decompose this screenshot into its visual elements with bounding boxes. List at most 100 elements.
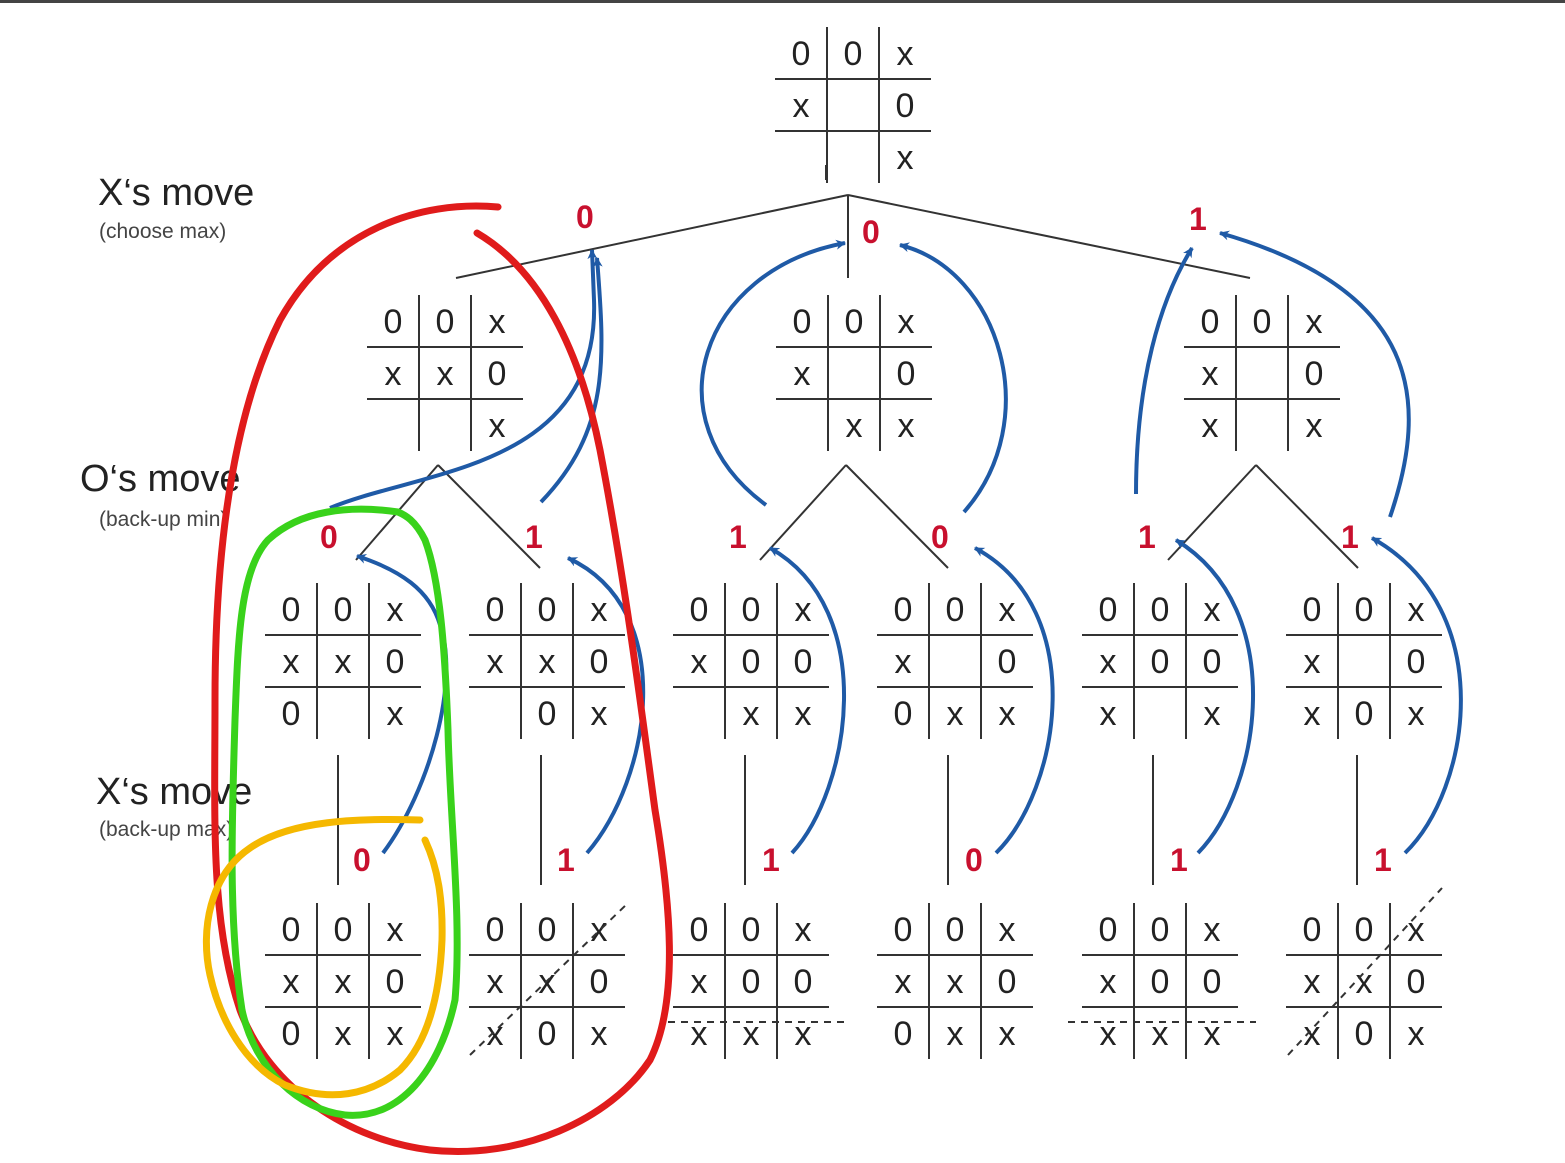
branch-l1b-left xyxy=(759,464,847,561)
board-cell: 0 xyxy=(1151,591,1170,629)
highlight-annotations xyxy=(202,202,673,1156)
value-l3-1: 0 xyxy=(353,842,371,878)
value-l3-6: 1 xyxy=(1374,842,1392,878)
board-cell: 0 xyxy=(794,643,813,681)
board-cell: x xyxy=(487,643,504,681)
board-cell: 0 xyxy=(384,303,403,341)
board-cell: 0 xyxy=(1203,963,1222,1001)
board-cell: x xyxy=(1100,695,1117,733)
board-cell: 0 xyxy=(590,963,609,1001)
board-cell: x xyxy=(437,355,454,393)
board-cell: x xyxy=(1100,963,1117,1001)
board-cell: 0 xyxy=(538,695,557,733)
value-l3-2: 1 xyxy=(557,842,575,878)
board-cell: x xyxy=(487,1015,504,1053)
board-cell: 0 xyxy=(845,303,864,341)
win-line-diagonal-2 xyxy=(469,902,629,1056)
board-cell: 0 xyxy=(1099,911,1118,949)
board-cell: 0 xyxy=(488,355,507,393)
board-cell: x xyxy=(387,591,404,629)
board-cell: 0 xyxy=(896,87,915,125)
board-cell: 0 xyxy=(1151,911,1170,949)
board-cell: x xyxy=(1100,643,1117,681)
board-cell: x xyxy=(1306,407,1323,445)
board-cell: x xyxy=(335,963,352,1001)
level-label-main: O‘s move xyxy=(80,458,240,500)
board-cell: x xyxy=(947,1015,964,1053)
board-cell: x xyxy=(1304,643,1321,681)
board-cell: x xyxy=(1204,591,1221,629)
value-l2-1: 0 xyxy=(320,519,338,555)
board-cell: x xyxy=(794,355,811,393)
board-cell: 0 xyxy=(946,591,965,629)
board-cell: 0 xyxy=(1407,643,1426,681)
branch-l1b-right xyxy=(845,464,949,569)
board-cell: 0 xyxy=(1151,963,1170,1001)
arrow-l2-5 xyxy=(1134,246,1194,495)
board-cell: 0 xyxy=(1253,303,1272,341)
board-cell: x xyxy=(1204,695,1221,733)
green-highlight-loop xyxy=(228,505,461,1119)
board-cell: 0 xyxy=(1303,911,1322,949)
value-l3-4: 0 xyxy=(965,842,983,878)
node-values: 0 0 1 0 1 1 0 1 1 0 1 1 0 1 1 xyxy=(320,199,1392,878)
board-cell: x xyxy=(898,303,915,341)
board-cell: x xyxy=(999,911,1016,949)
yellow-highlight-loop xyxy=(202,815,446,1099)
board-cell: x xyxy=(999,1015,1016,1053)
board-cell: 0 xyxy=(1201,303,1220,341)
board-cell: x xyxy=(387,1015,404,1053)
board-cell: x xyxy=(1306,303,1323,341)
board-cell: 0 xyxy=(386,963,405,1001)
board-cell: 0 xyxy=(894,591,913,629)
board-cell: x xyxy=(539,643,556,681)
value-l1-3: 1 xyxy=(1189,201,1207,237)
board-cell: x xyxy=(591,695,608,733)
board-cell: x xyxy=(999,695,1016,733)
branch-l1c-right xyxy=(1255,464,1359,569)
branch-left xyxy=(455,194,849,279)
board-cell: x xyxy=(1202,407,1219,445)
board-cell: x xyxy=(691,643,708,681)
board-cell: x xyxy=(1304,695,1321,733)
value-l1-2: 0 xyxy=(862,214,880,250)
board-cell: x xyxy=(895,963,912,1001)
board-cell: 0 xyxy=(1407,963,1426,1001)
board-cell: 0 xyxy=(334,911,353,949)
board-cell: 0 xyxy=(282,1015,301,1053)
board-cell: x xyxy=(335,1015,352,1053)
board-cell: 0 xyxy=(894,1015,913,1053)
top-border xyxy=(0,0,1565,3)
board-cell: 0 xyxy=(1099,591,1118,629)
board-cell: 0 xyxy=(794,963,813,1001)
board-cell: x xyxy=(1356,963,1373,1001)
board-cell: 0 xyxy=(894,911,913,949)
board-cell: 0 xyxy=(742,911,761,949)
board-cell: 0 xyxy=(486,591,505,629)
board-cell: 0 xyxy=(334,591,353,629)
level-label-sub: (choose max) xyxy=(99,220,226,243)
board-cell: 0 xyxy=(538,911,557,949)
arrow-l2-6 xyxy=(1219,230,1411,518)
arrow-l2-3 xyxy=(699,239,846,507)
level-label-sub: (back-up min) xyxy=(99,508,227,531)
value-l2-4: 0 xyxy=(931,519,949,555)
board-cell: 0 xyxy=(742,963,761,1001)
board-cell: 0 xyxy=(690,591,709,629)
board-cell: 0 xyxy=(793,303,812,341)
board-cell: x xyxy=(1202,355,1219,393)
board-cell: x xyxy=(385,355,402,393)
board-cell: x xyxy=(897,35,914,73)
board-cell: x xyxy=(489,303,506,341)
board-cell: 0 xyxy=(1305,355,1324,393)
arrow-l2-1 xyxy=(329,249,598,510)
board-cell: x xyxy=(795,695,812,733)
board-cell: x xyxy=(1408,591,1425,629)
board-cell: x xyxy=(591,1015,608,1053)
